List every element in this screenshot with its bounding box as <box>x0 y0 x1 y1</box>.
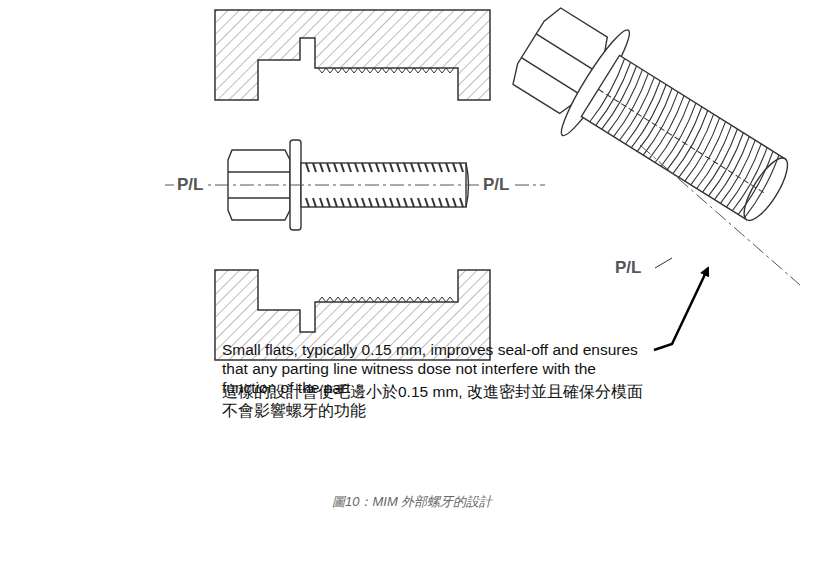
thread-crest <box>369 163 372 172</box>
mould-top-thread <box>318 68 454 73</box>
thread-crest <box>652 99 695 163</box>
thread-crest <box>341 198 344 207</box>
thread-crest <box>640 92 683 156</box>
thread-crest <box>320 198 323 207</box>
thread-crest <box>341 163 344 172</box>
thread-crest <box>411 198 414 207</box>
thread-crest <box>693 125 736 189</box>
thread-crest <box>306 198 309 207</box>
thread-crest <box>453 163 456 172</box>
thread-crest <box>369 198 372 207</box>
thread-crest <box>411 163 414 172</box>
thread-crest <box>425 163 428 172</box>
thread-crest <box>681 118 724 182</box>
thread-crest <box>439 198 442 207</box>
parting-line-label: P/L <box>612 258 644 278</box>
thread-crest <box>658 103 701 167</box>
parting-line-label: P/L <box>174 175 206 195</box>
thread-crest <box>348 198 351 207</box>
parting-line <box>640 145 800 285</box>
thread-crest <box>355 198 358 207</box>
thread-crest <box>717 140 760 204</box>
bolt-threads <box>586 59 783 219</box>
thread-crest <box>460 163 463 172</box>
thread-crest <box>320 163 323 172</box>
thread-crest <box>610 73 653 137</box>
thread-crest <box>604 70 647 134</box>
thread-crest <box>460 198 463 207</box>
callout-arrow <box>654 268 708 350</box>
thread-crest <box>376 163 379 172</box>
bolt-isometric <box>498 0 809 248</box>
thread-crest <box>664 107 707 171</box>
thread-crest <box>622 81 665 145</box>
thread-crest <box>432 198 435 207</box>
thread-crest <box>646 96 689 160</box>
thread-crest <box>355 163 358 172</box>
thread-crest <box>418 163 421 172</box>
thread-crest <box>699 129 742 193</box>
thread-crest <box>432 163 435 172</box>
thread-crest <box>397 198 400 207</box>
thread-crest <box>327 198 330 207</box>
thread-crest <box>390 163 393 172</box>
thread-crest <box>453 198 456 207</box>
leader-line <box>655 258 672 268</box>
thread-crest <box>376 198 379 207</box>
mould-bottom-thread <box>318 297 454 302</box>
thread-crest <box>313 198 316 207</box>
thread-crest <box>592 62 635 126</box>
thread-crest <box>729 148 772 212</box>
thread-crest <box>598 66 641 130</box>
thread-crest <box>425 198 428 207</box>
figure-caption: 圖10：MIM 外部螺牙的設計 <box>332 493 492 511</box>
thread-crest <box>705 133 748 197</box>
thread-crest <box>628 85 671 149</box>
thread-crest <box>586 59 629 123</box>
thread-crest <box>383 198 386 207</box>
thread-crest <box>404 198 407 207</box>
thread-crest <box>439 163 442 172</box>
thread-crest <box>446 198 449 207</box>
thread-crest <box>735 151 778 215</box>
mould-top <box>215 10 490 100</box>
thread-crest <box>362 198 365 207</box>
thread-crest <box>334 163 337 172</box>
thread-crest <box>446 163 449 172</box>
note-text: 這樣的設計會使毛邊小於0.15 mm, 改進密封並且確保分模面不會影響螺牙的功能 <box>222 382 652 420</box>
thread-crest <box>383 163 386 172</box>
thread-crest <box>397 163 400 172</box>
thread-crest <box>723 144 766 208</box>
thread-crest <box>348 163 351 172</box>
thread-crest <box>418 198 421 207</box>
thread-crest <box>741 155 784 219</box>
thread-crest <box>616 77 659 141</box>
thread-crest <box>687 122 730 186</box>
thread-crest <box>711 136 754 200</box>
thread-crest <box>362 163 365 172</box>
thread-crest <box>327 163 330 172</box>
thread-crest <box>675 114 718 178</box>
thread-crest <box>670 110 713 174</box>
thread-crest <box>306 163 309 172</box>
thread-crest <box>334 198 337 207</box>
parting-line-label: P/L <box>480 175 512 195</box>
thread-crest <box>404 163 407 172</box>
thread-crest <box>313 163 316 172</box>
thread-crest <box>390 198 393 207</box>
thread-crest <box>634 88 677 152</box>
